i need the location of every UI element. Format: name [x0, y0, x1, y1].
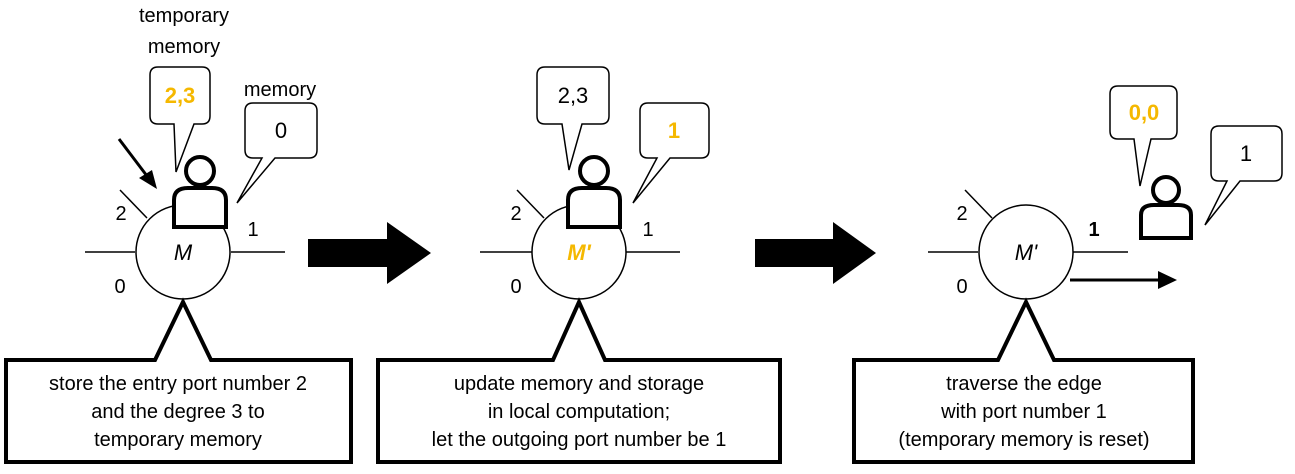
temp-memory-value: 2,3 [165, 83, 196, 108]
node-label: M [174, 240, 193, 265]
port-label-2: 2 [956, 203, 967, 225]
caption-line-2: in local computation; [488, 401, 670, 423]
memory-value: 1 [668, 118, 680, 143]
memory-value: 0 [275, 118, 287, 143]
memory-bubble [1204, 125, 1283, 226]
temp-memory-bubble [536, 66, 610, 171]
caption-line-2: and the degree 3 to [91, 401, 264, 423]
agent-person-icon [1139, 175, 1193, 240]
agent-person-icon [172, 155, 228, 229]
port-label-1: 1 [1088, 219, 1099, 241]
memory-bubble [236, 102, 318, 204]
node-label: M' [1015, 240, 1038, 265]
port-label-0: 0 [510, 276, 521, 298]
port-label-2: 2 [510, 203, 521, 225]
caption-box [4, 297, 353, 464]
caption-line-1: store the entry port number 2 [49, 373, 307, 395]
port-label-2: 2 [115, 203, 126, 225]
temp-memory-value: 0,0 [1129, 100, 1160, 125]
step-3: M' 0 1 2 0,0 1 traverse the edge with po… [852, 85, 1283, 464]
edge-port-2 [964, 189, 993, 219]
agent-person-icon [566, 155, 622, 229]
caption-line-3: let the outgoing port number be 1 [432, 429, 727, 451]
step-2: M' 0 1 2 2,3 1 update memory and storage… [376, 66, 782, 464]
step-1: M 0 1 2 2,3 0 temporary memory memory st… [4, 5, 353, 464]
temp-memory-bubble [1109, 85, 1178, 187]
caption-line-3: temporary memory [94, 429, 262, 451]
port-label-1: 1 [247, 219, 258, 241]
edge-port-2 [119, 189, 148, 219]
temporary-memory-label-line2: memory [148, 36, 220, 58]
traverse-arrow-icon [1070, 271, 1177, 289]
port-label-1: 1 [642, 219, 653, 241]
node-label: M' [567, 240, 591, 265]
edge-port-2 [516, 189, 545, 219]
temp-memory-value: 2,3 [558, 83, 589, 108]
memory-value: 1 [1240, 141, 1252, 166]
memory-bubble [632, 102, 710, 204]
right-arrow-icon [308, 222, 431, 284]
caption-line-3: (temporary memory is reset) [898, 429, 1149, 451]
caption-box [376, 297, 782, 464]
caption-box [852, 297, 1195, 464]
port-label-0: 0 [114, 276, 125, 298]
entry-arrow-icon [117, 138, 157, 189]
caption-line-1: traverse the edge [946, 373, 1102, 395]
temp-memory-bubble [149, 66, 211, 173]
caption-line-2: with port number 1 [940, 401, 1107, 423]
port-label-0: 0 [956, 276, 967, 298]
memory-label: memory [244, 79, 316, 101]
caption-line-1: update memory and storage [454, 373, 704, 395]
temporary-memory-label-line1: temporary [139, 5, 229, 27]
right-arrow-icon [755, 222, 876, 284]
